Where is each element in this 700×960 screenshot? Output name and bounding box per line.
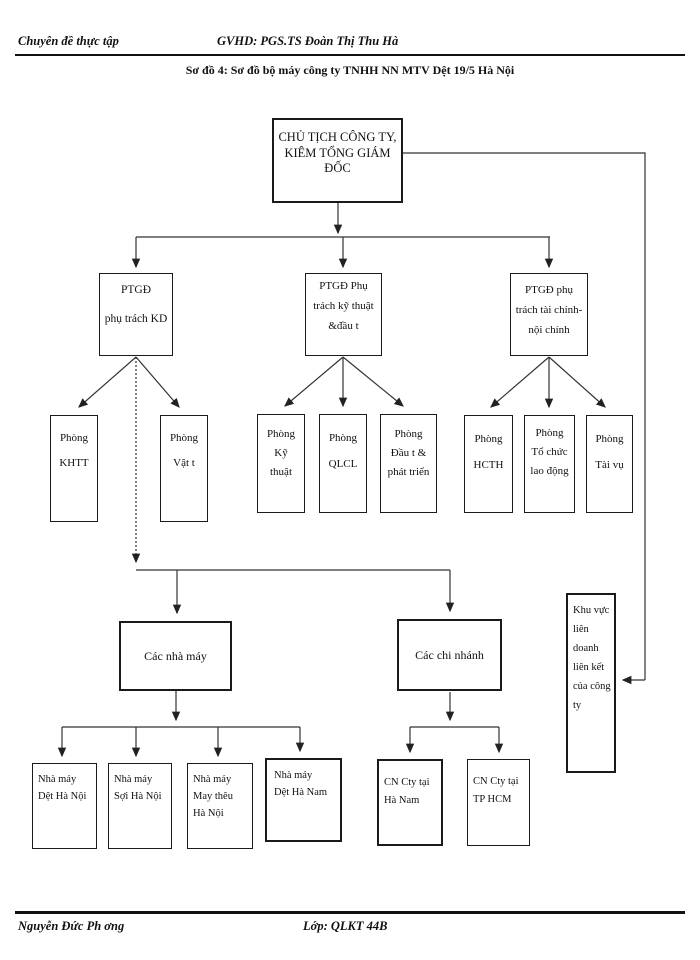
node-phong-qlcl: Phòng QLCL (319, 414, 367, 513)
node-khu-vuc-lien-doanh: Khu vực liên doanh liên kết của công ty (566, 593, 616, 773)
node-cn-cty-tp-hcm: CN Cty tại TP HCM (467, 759, 530, 846)
header-course-label: Chuyên đề thực tập (18, 34, 119, 48)
node-phong-dautu: Phòng Đầu t & phát triển (380, 414, 437, 513)
node-chairman: CHỦ TỊCH CÔNG TY, KIÊM TỔNG GIÁM ĐỐC (272, 118, 403, 203)
node-cac-chi-nhanh: Các chi nhánh (397, 619, 502, 691)
node-nha-may-det-ha-noi: Nhà máy Dệt Hà Nội (32, 763, 97, 849)
node-phong-hcth: Phòng HCTH (464, 415, 513, 513)
node-cn-cty-ha-nam: CN Cty tại Hà Nam (377, 759, 443, 846)
node-ptgd-kythuat: PTGĐ Phụ trách kỹ thuật &đầu t (305, 273, 382, 356)
footer-rule (15, 911, 685, 914)
footer-author-label: Nguyễn Đức Ph ơng (18, 919, 125, 933)
node-nha-may-soi-ha-noi: Nhà máy Sợi Hà Nội (108, 763, 172, 849)
header-rule (15, 54, 685, 56)
node-phong-kythuat: Phòng Kỹ thuật (257, 414, 305, 513)
node-ptgd-taichinh: PTGĐ phụ trách tài chính- nội chính (510, 273, 588, 356)
footer-class-label: Lớp: QLKT 44B (303, 919, 388, 933)
node-phong-tochuc-laodong: Phòng Tổ chức lao động (524, 415, 575, 513)
node-ptgd-kd: PTGĐ phụ trách KD (99, 273, 173, 356)
node-phong-taivu: Phòng Tài vụ (586, 415, 633, 513)
node-cac-nha-may: Các nhà máy (119, 621, 232, 691)
diagram-caption: Sơ đồ 4: Sơ đồ bộ máy công ty TNHH NN MT… (185, 63, 515, 77)
node-phong-vattu: Phòng Vật t (160, 415, 208, 522)
header-gvhd-label: GVHD: PGS.TS Đoàn Thị Thu Hà (217, 34, 399, 48)
node-phong-khtt: Phòng KHTT (50, 415, 98, 522)
node-nha-may-det-ha-nam: Nhà máy Dệt Hà Nam (265, 758, 342, 842)
node-nha-may-may-theu: Nhà máy May thêu Hà Nội (187, 763, 253, 849)
